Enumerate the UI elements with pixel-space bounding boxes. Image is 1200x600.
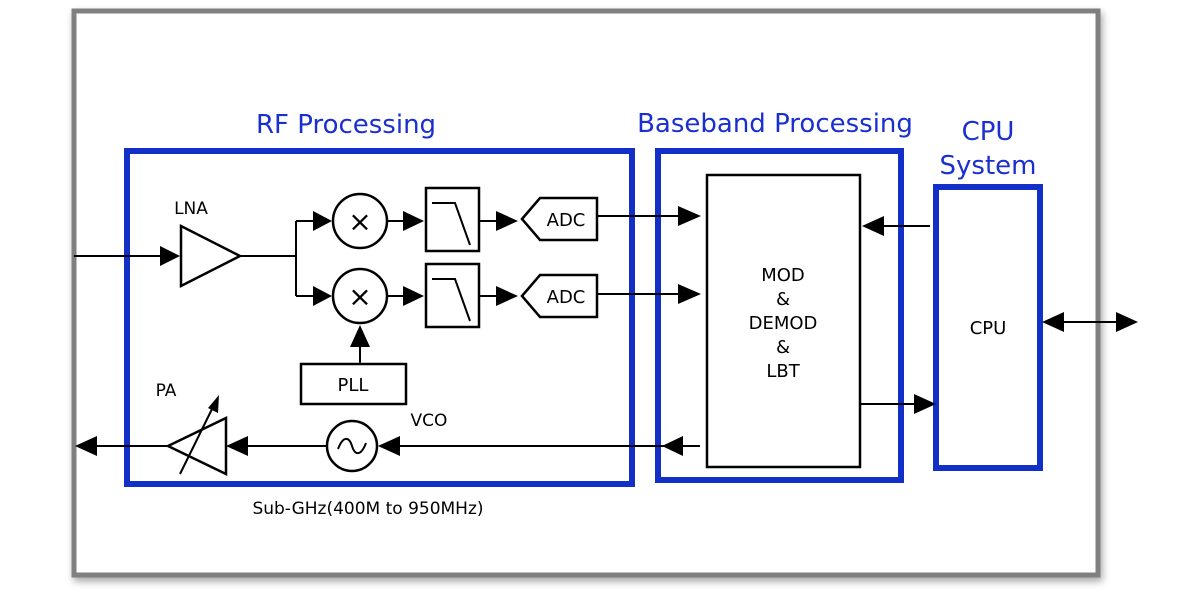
baseband-processing-box [655, 148, 904, 483]
baseband-label-line: DEMOD [749, 313, 818, 334]
baseband-label-line: LBT [766, 361, 800, 382]
adc-top-label: ADC [547, 210, 586, 231]
adc-top-arrowhead [496, 211, 518, 231]
adc-top [520, 196, 599, 242]
cpu-external-left-arrowhead [1042, 312, 1064, 332]
cpu-system-title-line1: CPU [962, 117, 1015, 147]
baseband-label-line: & [776, 337, 790, 358]
baseband-label-group: MOD & DEMOD & LBT [749, 265, 818, 382]
frequency-caption: Sub-GHz(400M to 950MHz) [252, 499, 483, 519]
outer-frame [71, 8, 1101, 578]
pa-label: PA [156, 381, 177, 401]
baseband-to-cpu-arrowhead [914, 394, 936, 414]
cpu-system-title-line2: System [940, 151, 1037, 181]
mixer-bottom-arrowhead [313, 286, 332, 306]
baseband-label-line: & [776, 289, 790, 310]
adc-bottom [520, 273, 599, 319]
baseband-processing-title: Baseband Processing [637, 109, 913, 139]
rf-processing-box [124, 148, 635, 487]
vco-sine-symbol [337, 437, 367, 455]
pa-variable-gain-arrow-line [179, 404, 215, 475]
filter-top-arrowhead [403, 211, 424, 231]
mod-demod-lbt-block [705, 173, 862, 469]
lowpass-filter-top [424, 186, 481, 253]
mixer-top-symbol: × [348, 205, 371, 238]
baseband-tx-arrowhead [662, 436, 683, 456]
adc-bottom-arrowhead [496, 286, 518, 306]
pll-label: PLL [338, 375, 369, 396]
filter-bottom-arrowhead [403, 286, 424, 306]
baseband-in-bottom-arrowhead [678, 284, 701, 304]
pa-variable-gain-arrowhead [208, 395, 219, 413]
lowpass-filter-top-curve [432, 202, 471, 246]
antenna-output-arrowhead [75, 436, 97, 456]
adc-bottom-label: ADC [547, 287, 586, 308]
cpu-system-box [933, 184, 1043, 471]
pa-amplifier [165, 416, 228, 476]
pa-input-arrowhead [226, 436, 248, 456]
cpu-label: CPU [970, 318, 1007, 339]
lna-amplifier [179, 223, 243, 289]
pll-block [299, 362, 408, 406]
cpu-to-baseband-arrowhead [862, 216, 884, 236]
cpu-external-right-arrowhead [1116, 312, 1138, 332]
pll-to-mixer-arrowhead [350, 325, 370, 347]
mixer-bottom-symbol: × [348, 280, 371, 313]
lowpass-filter-bottom-curve [432, 278, 471, 322]
baseband-in-top-arrowhead [678, 206, 701, 226]
baseband-label-line: MOD [761, 265, 805, 286]
vco-label: VCO [411, 411, 448, 431]
vco-input-arrowhead [378, 436, 400, 456]
mixer-top-arrowhead [313, 211, 332, 231]
lna-label: LNA [174, 199, 208, 219]
lna-input-arrowhead [160, 246, 180, 266]
rf-processing-title: RF Processing [256, 110, 436, 140]
